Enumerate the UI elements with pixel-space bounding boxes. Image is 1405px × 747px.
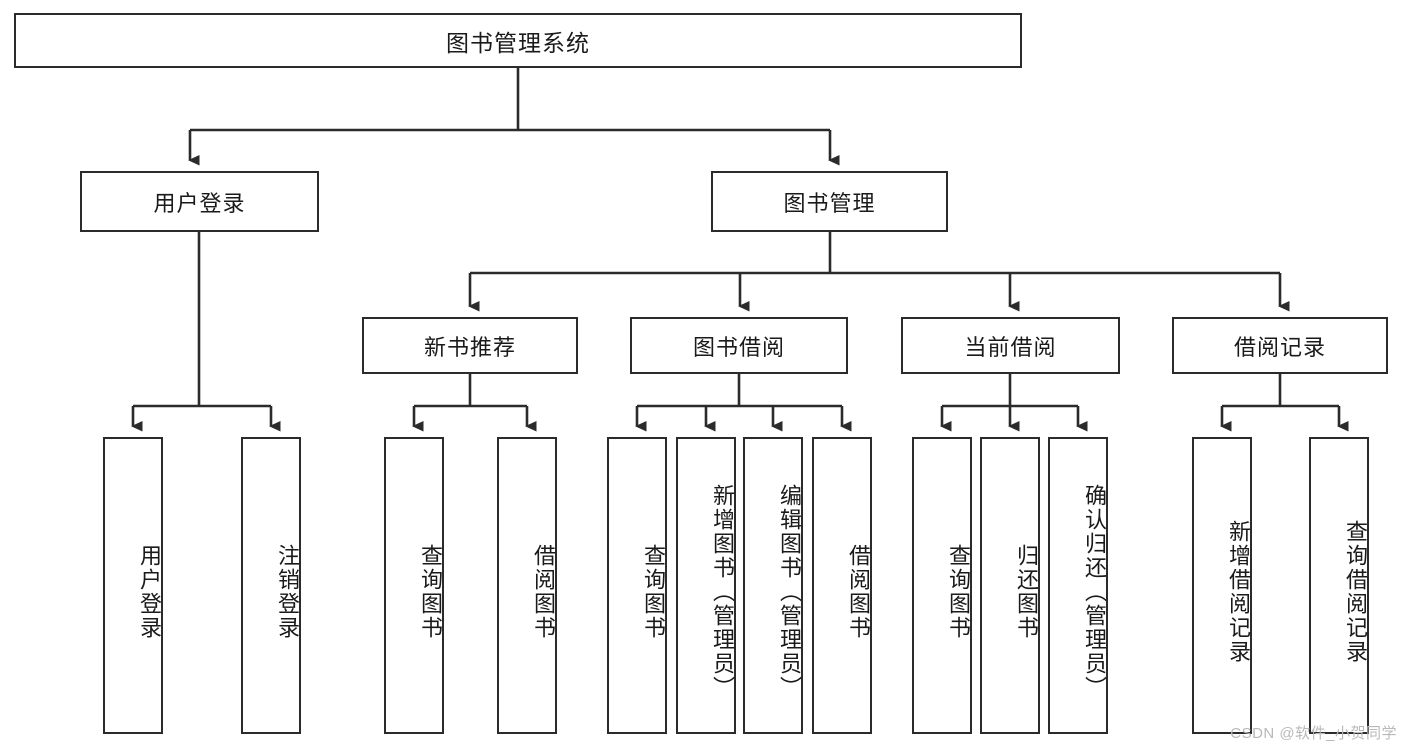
node-leaf-user-logout-label: 注销登录 bbox=[275, 543, 300, 640]
node-current-borrow-label: 当前借阅 bbox=[964, 334, 1057, 360]
node-leaf-borrow-book-1[interactable]: 借阅图书 bbox=[497, 437, 557, 734]
node-leaf-query-book-2-label: 查询图书 bbox=[641, 543, 666, 640]
node-leaf-query-book-3[interactable]: 查询图书 bbox=[912, 437, 972, 734]
node-leaf-query-record[interactable]: 查询借阅记录 bbox=[1309, 437, 1369, 734]
node-user-login[interactable]: 用户登录 bbox=[80, 171, 319, 232]
node-book-manage[interactable]: 图书管理 bbox=[711, 171, 948, 232]
node-root-label: 图书管理系统 bbox=[446, 29, 590, 56]
node-leaf-user-logout[interactable]: 注销登录 bbox=[241, 437, 301, 734]
node-leaf-edit-book-label: 编辑图书（管理员） bbox=[777, 483, 802, 700]
node-leaf-borrow-book-2[interactable]: 借阅图书 bbox=[812, 437, 872, 734]
node-borrow-record[interactable]: 借阅记录 bbox=[1172, 317, 1388, 374]
node-leaf-confirm-return-label: 确认归还（管理员） bbox=[1082, 483, 1107, 700]
node-leaf-add-book-label: 新增图书（管理员） bbox=[710, 483, 735, 700]
node-leaf-query-book-2[interactable]: 查询图书 bbox=[607, 437, 667, 734]
node-book-manage-label: 图书管理 bbox=[783, 190, 876, 216]
node-leaf-query-record-label: 查询借阅记录 bbox=[1343, 519, 1368, 664]
node-leaf-borrow-book-2-label: 借阅图书 bbox=[846, 543, 871, 640]
node-leaf-add-record[interactable]: 新增借阅记录 bbox=[1192, 437, 1252, 734]
node-leaf-edit-book[interactable]: 编辑图书（管理员） bbox=[743, 437, 803, 734]
node-borrow-record-label: 借阅记录 bbox=[1233, 334, 1326, 360]
node-root[interactable]: 图书管理系统 bbox=[14, 13, 1022, 68]
node-book-borrow-label: 图书借阅 bbox=[692, 334, 785, 360]
node-leaf-borrow-book-1-label: 借阅图书 bbox=[531, 543, 556, 640]
node-leaf-return-book-label: 归还图书 bbox=[1014, 543, 1039, 640]
node-leaf-add-book[interactable]: 新增图书（管理员） bbox=[676, 437, 736, 734]
node-leaf-confirm-return[interactable]: 确认归还（管理员） bbox=[1048, 437, 1108, 734]
node-leaf-user-login[interactable]: 用户登录 bbox=[103, 437, 163, 734]
node-book-borrow[interactable]: 图书借阅 bbox=[630, 317, 848, 374]
node-leaf-user-login-label: 用户登录 bbox=[137, 543, 162, 640]
node-leaf-query-book-1-label: 查询图书 bbox=[418, 543, 443, 640]
watermark-text: CSDN @软件_小贺同学 bbox=[1230, 725, 1397, 742]
node-current-borrow[interactable]: 当前借阅 bbox=[901, 317, 1120, 374]
node-leaf-return-book[interactable]: 归还图书 bbox=[980, 437, 1040, 734]
node-leaf-add-record-label: 新增借阅记录 bbox=[1226, 519, 1251, 664]
node-new-book-rec-label: 新书推荐 bbox=[423, 334, 516, 360]
node-user-login-label: 用户登录 bbox=[153, 190, 246, 216]
node-leaf-query-book-1[interactable]: 查询图书 bbox=[384, 437, 444, 734]
node-leaf-query-book-3-label: 查询图书 bbox=[946, 543, 971, 640]
node-new-book-rec[interactable]: 新书推荐 bbox=[362, 317, 578, 374]
